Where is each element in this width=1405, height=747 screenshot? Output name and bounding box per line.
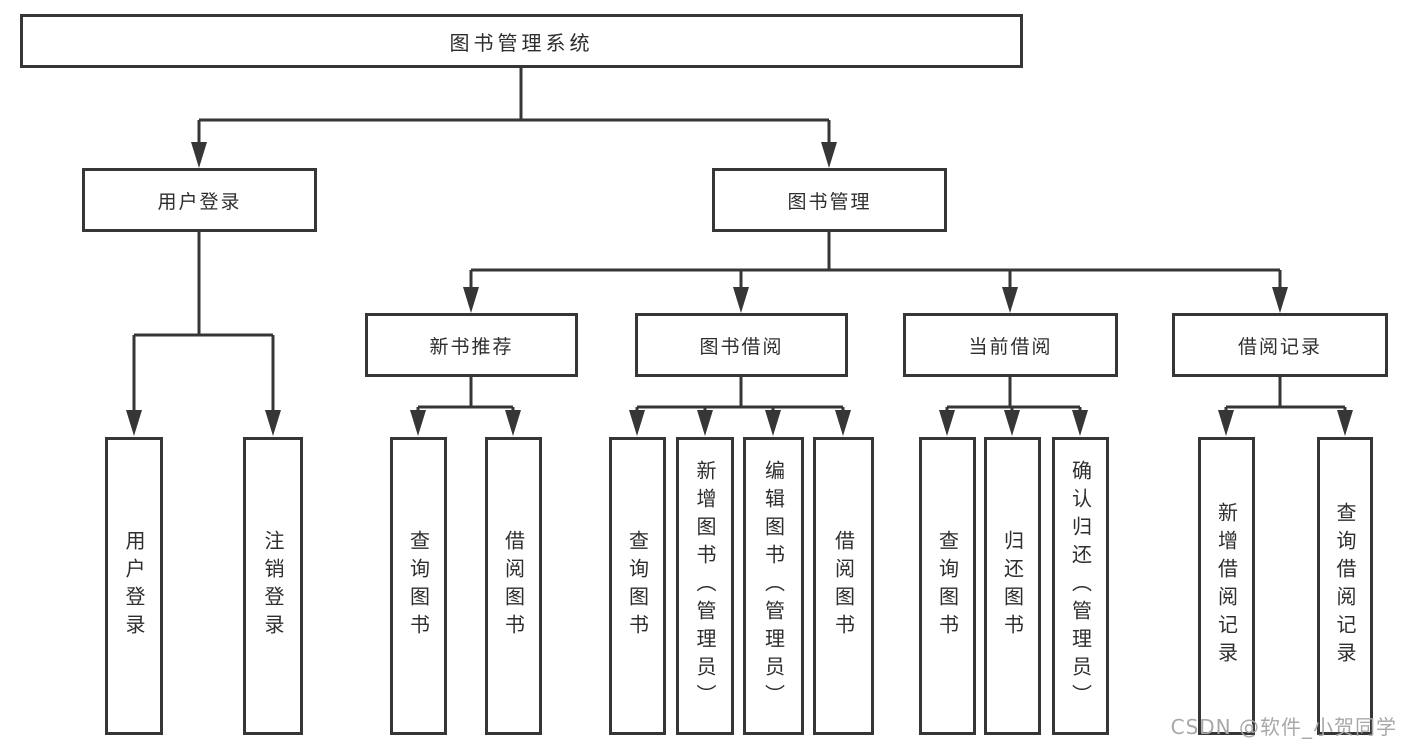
arrowhead-icons (126, 142, 1353, 436)
node-label: 查询图书 (406, 530, 431, 642)
node-label: 当前借阅 (968, 335, 1053, 358)
node-label: 归还图书 (1000, 530, 1025, 642)
node-label: 编辑图书（管理员） (761, 460, 786, 712)
node-borrowing-records: 借阅记录 (1172, 313, 1388, 377)
leaf-edit-book-admin: 编辑图书（管理员） (743, 437, 804, 735)
leaf-borrow-books-borrowing: 借阅图书 (813, 437, 874, 735)
node-label: 查询图书 (935, 530, 960, 642)
node-new-book-recommendation: 新书推荐 (365, 313, 578, 377)
node-label: 新增图书（管理员） (693, 460, 717, 712)
leaf-add-book-admin: 新增图书（管理员） (676, 437, 734, 735)
node-label: 用户登录 (157, 190, 242, 213)
node-label: 新书推荐 (429, 335, 514, 358)
leaf-confirm-return-admin: 确认归还（管理员） (1052, 437, 1109, 735)
node-label: 确认归还（管理员） (1068, 460, 1093, 712)
leaf-user-login: 用户登录 (105, 437, 163, 735)
connector-lines (132, 68, 1347, 412)
node-label: 借阅图书 (831, 530, 856, 642)
leaf-query-books-current: 查询图书 (919, 437, 976, 735)
leaf-query-books-borrowing: 查询图书 (609, 437, 666, 735)
leaf-add-borrow-record: 新增借阅记录 (1198, 437, 1255, 735)
node-book-management: 图书管理 (712, 168, 947, 232)
leaf-query-borrow-record: 查询借阅记录 (1317, 437, 1373, 735)
node-book-borrowing: 图书借阅 (635, 313, 848, 377)
node-label: 图书借阅 (699, 335, 784, 358)
node-label: 查询图书 (625, 530, 650, 642)
leaf-logout: 注销登录 (243, 437, 303, 735)
node-label: 借阅记录 (1237, 335, 1322, 358)
leaf-borrow-books-recommend: 借阅图书 (485, 437, 542, 735)
watermark-text: CSDN @软件_小贺同学 (1170, 715, 1397, 739)
node-label: 借阅图书 (501, 530, 526, 642)
node-label: 新增借阅记录 (1214, 502, 1239, 670)
leaf-return-books: 归还图书 (984, 437, 1041, 735)
node-label: 用户登录 (122, 530, 146, 642)
node-current-borrowing: 当前借阅 (903, 313, 1118, 377)
node-label: 图书管理系统 (449, 30, 594, 55)
node-label: 查询借阅记录 (1333, 502, 1357, 670)
node-label: 注销登录 (261, 530, 285, 642)
node-user-login-group: 用户登录 (82, 168, 317, 232)
leaf-query-books-recommend: 查询图书 (390, 437, 447, 735)
node-library-management-system: 图书管理系统 (20, 14, 1023, 68)
node-label: 图书管理 (787, 190, 872, 213)
